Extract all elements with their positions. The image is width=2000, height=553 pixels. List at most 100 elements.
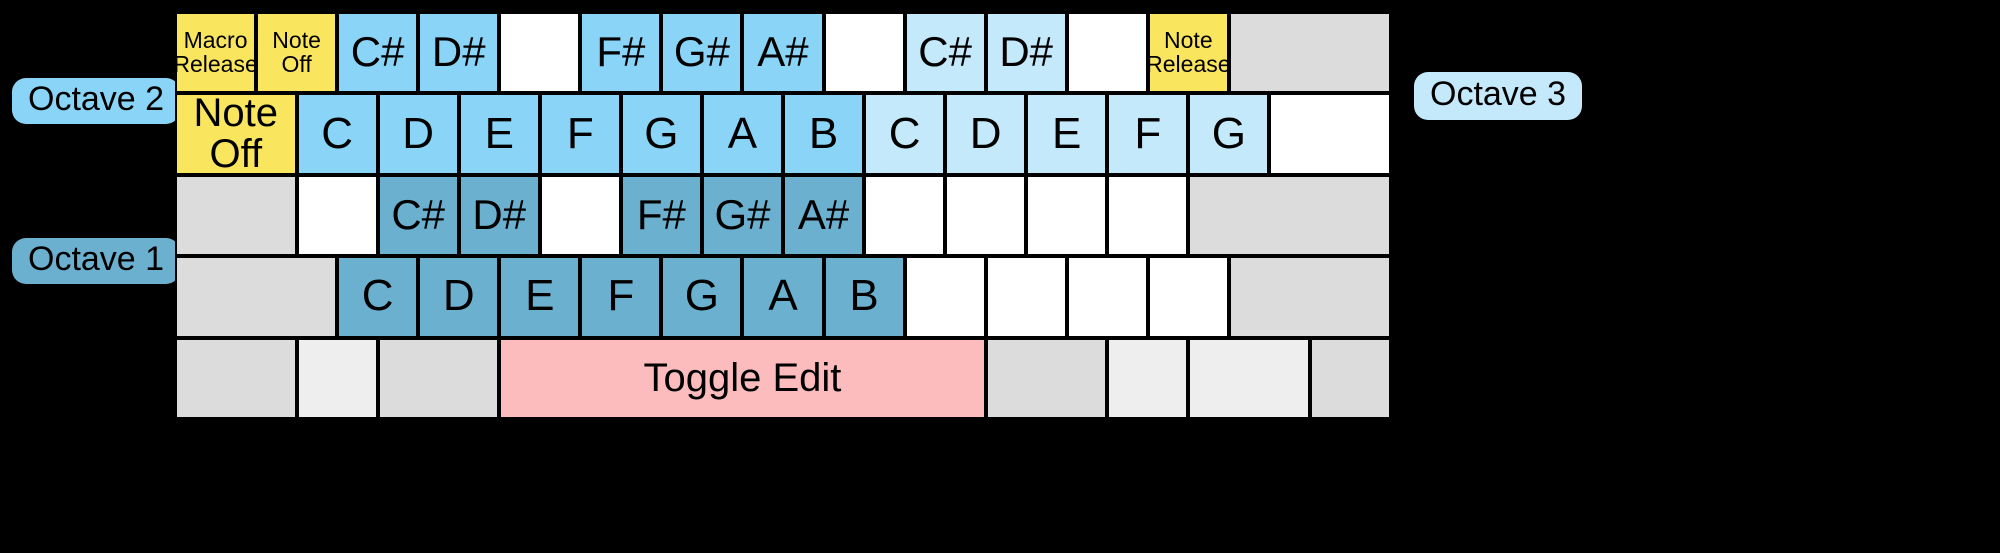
key-e-r2-label: E [484,108,514,158]
key-empty-r1-c13 [1228,12,1391,94]
key-empty-r5-c4 [985,337,1108,419]
key-csharp-r1[interactable]: C# [337,12,419,94]
key-dsharp-r3[interactable]: D# [458,174,540,257]
key-empty-r1-c4[interactable] [499,12,581,94]
key-fsharp-r3[interactable]: F# [620,174,702,257]
key-asharp-r1-label: A# [757,28,809,76]
key-csharp-r3-label: C# [391,191,446,239]
key-empty-r4-c12 [1228,256,1391,338]
key-gsharp-r3[interactable]: G# [701,174,783,257]
key-asharp-r3[interactable]: A# [782,174,865,257]
key-empty-r3-c12 [1188,174,1391,257]
key-d-r4-label: D [442,271,475,321]
key-fsharp-r1[interactable]: F# [580,12,662,94]
octave-1-label: Octave 1 [12,238,181,284]
toggle-edit-button[interactable]: Toggle Edit [499,337,986,419]
key-g-r2[interactable]: G [1188,93,1270,175]
key-empty-r5-c6 [1188,337,1310,419]
key-c-r2-label: C [888,108,921,158]
key-c-r4-label: C [361,271,394,321]
key-f-r2[interactable]: F [1107,93,1189,175]
note-release-key[interactable]: Note Release [1147,12,1229,94]
key-g-r2-label: G [644,108,679,158]
key-g-r4-label: G [684,271,720,321]
key-csharp-r1-label: C# [350,28,405,76]
key-a-r2[interactable]: A [701,93,783,175]
key-d-r2-label: D [969,108,1002,158]
macro-release-key[interactable]: Macro Release [175,12,257,94]
key-gsharp-r3-label: G# [714,191,771,239]
note-off-key-r1[interactable]: Note Off [256,12,338,94]
key-empty-r3-c9[interactable] [945,174,1027,257]
key-dsharp-r1-label: D# [999,28,1054,76]
key-empty-r5-c1 [296,337,378,419]
key-c-r2-label: C [321,108,354,158]
key-dsharp-r1[interactable]: D# [985,12,1067,94]
key-empty-r3-c1[interactable] [296,174,378,257]
key-f-r4-label: F [607,271,635,321]
octave-3-label: Octave 3 [1414,72,1583,120]
key-asharp-r1[interactable]: A# [742,12,824,94]
key-f-r4[interactable]: F [580,256,662,338]
note-off-key-r1-label: Note Off [272,27,321,77]
key-f-r2[interactable]: F [539,93,621,175]
key-a-r4-label: A [768,271,798,321]
key-c-r2[interactable]: C [296,93,378,175]
key-e-r2[interactable]: E [1026,93,1108,175]
key-f-r2-label: F [566,108,594,158]
key-e-r4[interactable]: E [499,256,581,338]
key-csharp-r1-label: C# [918,28,972,76]
key-asharp-r3-label: A# [797,191,850,239]
key-e-r4-label: E [525,271,555,321]
key-dsharp-r3-label: D# [472,191,527,239]
key-c-r2[interactable]: C [864,93,946,175]
key-empty-r1-c11[interactable] [1066,12,1148,94]
key-d-r2[interactable]: D [377,93,459,175]
key-d-r4[interactable]: D [418,256,500,338]
key-empty-r3-c0 [175,174,297,257]
note-release-key-label: Note Release [1147,27,1229,77]
key-empty-r3-c10[interactable] [1026,174,1108,257]
key-b-r4-label: B [849,271,879,321]
key-fsharp-r3-label: F# [636,191,686,239]
key-empty-r4-c0 [175,256,338,338]
key-a-r4[interactable]: A [742,256,824,338]
key-d-r2[interactable]: D [945,93,1027,175]
macro-release-key-label: Macro Release [175,27,257,77]
key-e-r2[interactable]: E [458,93,540,175]
key-c-r4[interactable]: C [337,256,419,338]
key-empty-r5-c7 [1309,337,1391,419]
key-b-r4[interactable]: B [823,256,905,338]
key-empty-r3-c11[interactable] [1107,174,1189,257]
key-fsharp-r1-label: F# [596,28,646,76]
note-off-key-r2-label: Note Off [193,93,279,175]
key-empty-r4-c8[interactable] [904,256,986,338]
key-empty-r4-c9[interactable] [985,256,1067,338]
key-gsharp-r1[interactable]: G# [661,12,743,94]
key-dsharp-r1-label: D# [431,28,486,76]
toggle-edit-button-label: Toggle Edit [643,355,842,400]
key-e-r2-label: E [1052,108,1082,158]
key-b-r2-label: B [808,108,839,158]
key-d-r2-label: D [402,108,435,158]
key-a-r2-label: A [727,108,758,158]
key-csharp-r1[interactable]: C# [904,12,986,94]
key-g-r2[interactable]: G [620,93,702,175]
key-g-r2-label: G [1211,108,1246,158]
key-empty-r3-c8[interactable] [864,174,946,257]
octave-2-label: Octave 2 [12,78,181,124]
note-off-key-r2[interactable]: Note Off [175,93,297,175]
key-empty-r2-c13[interactable] [1269,93,1391,175]
key-csharp-r3[interactable]: C# [377,174,459,257]
key-dsharp-r1[interactable]: D# [418,12,500,94]
key-b-r2[interactable]: B [782,93,865,175]
key-g-r4[interactable]: G [661,256,743,338]
key-empty-r4-c10[interactable] [1066,256,1148,338]
key-empty-r5-c0 [175,337,297,419]
key-empty-r4-c11[interactable] [1147,256,1229,338]
key-empty-r1-c8[interactable] [823,12,905,94]
key-empty-r3-c4[interactable] [539,174,621,257]
key-empty-r5-c2 [377,337,500,419]
